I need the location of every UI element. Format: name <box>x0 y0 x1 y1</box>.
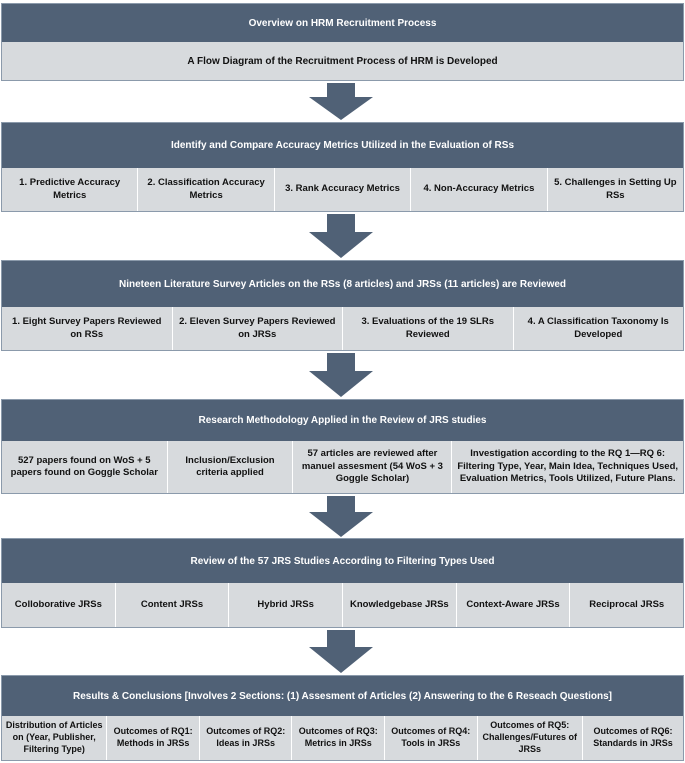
flow-step-box: A Flow Diagram of the Recruitment Proces… <box>2 42 683 80</box>
section-results-conclusions: Results & Conclusions [Involves 2 Sectio… <box>1 675 684 761</box>
flow-step-box: 4. A Classification Taxonomy Is Develope… <box>512 307 684 350</box>
flow-step-box: Colloborative JRSs <box>14 598 102 610</box>
section-title: Overview on HRM Recruitment Process <box>2 4 683 42</box>
down-arrow-icon <box>309 83 373 120</box>
flow-step-box: Outcomes of RQ6: Standards in JRSs <box>581 716 683 760</box>
flow-step-box: 3. Evaluations of the 19 SLRs Reviewed <box>342 307 513 350</box>
section-filtering-types: Review of the 57 JRS Studies According t… <box>1 538 684 628</box>
flow-step-box: Outcomes of RQ2: Ideas in JRSs <box>198 716 292 760</box>
section-title: Results & Conclusions [Involves 2 Sectio… <box>2 676 683 716</box>
section-title: Identify and Compare Accuracy Metrics Ut… <box>2 123 683 168</box>
survey-row: 1. Eight Survey Papers Reviewed on RSs 2… <box>2 307 683 350</box>
flow-step-box: Content JRSs <box>114 583 229 627</box>
section-overview: Overview on HRM Recruitment Process A Fl… <box>1 3 684 81</box>
flow-step-box: Investigation according to the RQ 1—RQ 6… <box>451 441 683 493</box>
flow-step-box: Outcomes of RQ3: Metrics in JRSs <box>291 716 384 760</box>
flow-step-box: Knowledgebase JRSs <box>342 583 456 627</box>
filtering-row: Colloborative JRSs Content JRSs Hybrid J… <box>2 583 683 627</box>
flow-step-box: Hybrid JRSs <box>228 583 342 627</box>
metrics-row: 1. Predictive Accuracy Metrics 2. Classi… <box>2 168 683 211</box>
down-arrow-icon <box>309 214 373 258</box>
down-arrow-icon <box>309 630 373 673</box>
flow-step-box: Reciprocal JRSs <box>569 583 683 627</box>
flow-step-box: Outcomes of RQ1: Methods in JRSs <box>106 716 199 760</box>
flow-step-box: 5. Challenges in Setting Up RSs <box>546 168 683 211</box>
flow-step-box: 527 papers found on WoS + 5 papers found… <box>10 454 158 478</box>
flow-step-box: 1. Eight Survey Papers Reviewed on RSs <box>12 316 162 340</box>
flow-step-box: 57 articles are reviewed after manuel as… <box>292 441 451 493</box>
flow-step-box: 1. Predictive Accuracy Metrics <box>19 177 121 201</box>
flow-step-box: Inclusion/Exclusion criteria applied <box>166 441 293 493</box>
down-arrow-icon <box>309 353 373 397</box>
flow-step-box: Distribution of Articles on (Year, Publi… <box>5 720 103 754</box>
flow-step-box: Outcomes of RQ5: Challenges/Futures of J… <box>476 716 582 760</box>
flow-step-box: 2. Eleven Survey Papers Reviewed on JRSs <box>171 307 343 350</box>
flow-step-box: 2. Classification Accuracy Metrics <box>137 168 273 211</box>
section-title: Research Methodology Applied in the Revi… <box>2 400 683 441</box>
methodology-row: 527 papers found on WoS + 5 papers found… <box>2 441 683 493</box>
section-research-methodology: Research Methodology Applied in the Revi… <box>1 399 684 494</box>
flow-step-box: Outcomes of RQ4: Tools in JRSs <box>384 716 477 760</box>
section-literature-survey: Nineteen Literature Survey Articles on t… <box>1 260 684 351</box>
down-arrow-icon <box>309 496 373 537</box>
section-title: Review of the 57 JRS Studies According t… <box>2 539 683 583</box>
results-row: Distribution of Articles on (Year, Publi… <box>2 716 683 760</box>
section-title: Nineteen Literature Survey Articles on t… <box>2 261 683 307</box>
flow-step-box: 4. Non-Accuracy Metrics <box>410 168 546 211</box>
flow-step-box: Context-Aware JRSs <box>455 583 570 627</box>
flow-step-box: 3. Rank Accuracy Metrics <box>273 168 410 211</box>
section-accuracy-metrics: Identify and Compare Accuracy Metrics Ut… <box>1 122 684 212</box>
